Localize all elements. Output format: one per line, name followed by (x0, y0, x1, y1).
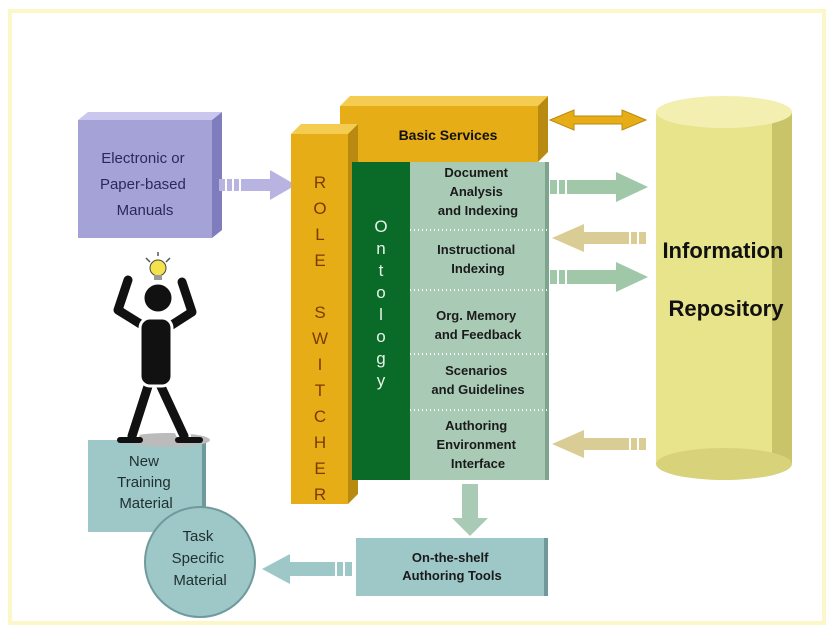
component-document-analysis: Analysis (449, 184, 502, 199)
role-switcher-letter: E (314, 459, 325, 478)
component-scenarios: Scenarios (445, 363, 507, 378)
arrow-repository-to-indexing (552, 224, 646, 252)
svg-text:On-the-shelf Authoring T: On-the-shelf Authoring Tools (402, 550, 501, 583)
ontology-letter: g (376, 349, 385, 368)
manuals-line: Manuals (117, 202, 174, 219)
svg-text:Electronic or Paper-base: Electronic or Paper-based Manuals (100, 150, 190, 219)
task-line: Material (173, 572, 226, 589)
ontology-letter: n (376, 239, 385, 258)
ontology-letter: l (379, 305, 383, 324)
arrow-tools-to-task (262, 554, 352, 584)
ontology-letter: y (377, 371, 386, 390)
basic-services-label: Basic Services (399, 127, 498, 143)
ontology-letter: o (376, 327, 385, 346)
basic-services-block: Basic Services (340, 96, 548, 162)
role-switcher-letter: T (315, 381, 325, 400)
component-document-analysis: Document (444, 165, 508, 180)
repository-line: Information (662, 238, 783, 263)
manuals-line: Electronic or (101, 150, 184, 167)
ontology-letter: t (379, 261, 384, 280)
manuals-box: Electronic or Paper-based Manuals (78, 112, 222, 238)
component-panels: Document Analysis and Indexing Instructi… (410, 162, 549, 480)
task-line: Task (182, 528, 213, 545)
svg-text:Scenarios and Guidelines: Scenarios and Guidelines (431, 363, 524, 397)
component-scenarios: and Guidelines (431, 382, 524, 397)
manuals-line: Paper-based (100, 176, 186, 193)
role-switcher-letter: R (314, 485, 326, 504)
role-switcher-letter: O (313, 199, 326, 218)
component-authoring-environment: Environment (436, 437, 516, 452)
role-switcher-letter: W (312, 329, 328, 348)
svg-text:Instructional Indexing: Instructional Indexing (437, 242, 519, 276)
svg-text:Information Repository: Information Repository (662, 238, 789, 321)
svg-text:Authoring Environment: Authoring Environment Interface (436, 418, 519, 471)
role-switcher-letter: R (314, 173, 326, 192)
svg-text:Document Analysis: Document Analysis and Indexing (438, 165, 518, 218)
role-switcher-letter: S (314, 303, 325, 322)
training-line: New (129, 453, 159, 470)
tools-line: On-the-shelf (412, 550, 489, 565)
confused-person-idea-icon (111, 252, 210, 447)
arrow-indexing-to-repository (550, 262, 648, 292)
role-switcher-letter: E (314, 251, 325, 270)
task-material-circle: Task Specific Material (144, 506, 256, 618)
component-org-memory: Org. Memory (436, 308, 517, 323)
information-repository-cylinder: Information Repository (656, 96, 792, 480)
component-org-memory: and Feedback (435, 327, 522, 342)
repository-line: Repository (669, 296, 785, 321)
component-document-analysis: and Indexing (438, 203, 518, 218)
training-line: Training (117, 474, 171, 491)
tools-line: Authoring Tools (402, 568, 501, 583)
role-switcher-letter: L (315, 225, 324, 244)
task-line: Specific (172, 550, 225, 567)
ontology-letter: o (376, 283, 385, 302)
arrow-down-to-tools (452, 484, 488, 536)
svg-text:New Training Mater: New Training Material (117, 453, 175, 512)
arrow-manuals-to-switcher (219, 170, 296, 200)
arrow-basic-services-repository (548, 109, 648, 131)
component-authoring-environment: Interface (451, 456, 505, 471)
component-instructional-indexing: Indexing (451, 261, 505, 276)
training-line: Material (119, 495, 172, 512)
authoring-tools-box: On-the-shelf Authoring Tools (356, 538, 548, 596)
svg-text:Org. Memory and Feedback: Org. Memory and Feedback (435, 308, 522, 342)
component-instructional-indexing: Instructional (437, 242, 515, 257)
arrow-repository-to-authoring (552, 430, 646, 458)
role-switcher-letter: H (314, 433, 326, 452)
arrow-document-to-repository (550, 172, 648, 202)
role-switcher-letter: C (314, 407, 326, 426)
ontology-letter: O (374, 217, 387, 236)
svg-text:Task Specific Mate: Task Specific Material (172, 528, 229, 589)
role-switcher-letter: I (318, 355, 323, 374)
component-authoring-environment: Authoring (445, 418, 507, 433)
